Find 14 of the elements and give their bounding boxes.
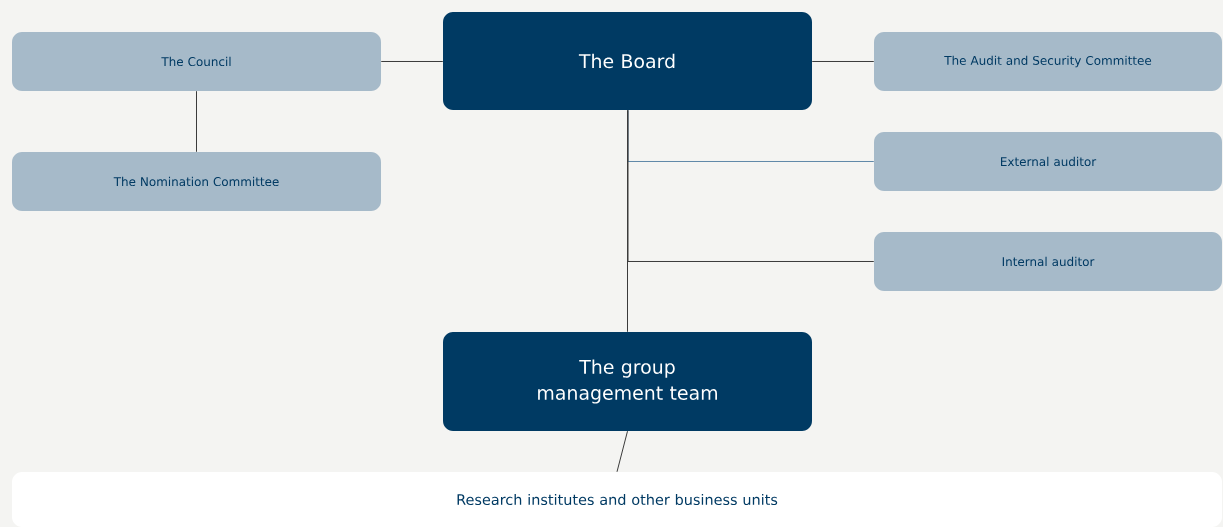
process-box: Internal auditor [874, 232, 1222, 291]
process-box: The Audit and Security Committee [874, 32, 1222, 91]
connector-line [196, 90, 197, 153]
process-box: The Board [443, 12, 812, 110]
connector-line [380, 61, 444, 62]
process-box: External auditor [874, 132, 1222, 191]
connector-line [811, 61, 875, 62]
connector-line [627, 109, 875, 262]
process-box: The Nomination Committee [12, 152, 381, 211]
connector-line [627, 109, 628, 333]
process-box: The Council [12, 32, 381, 91]
connector-line [616, 430, 628, 473]
process-box: The group management team [443, 332, 812, 431]
process-box: Research institutes and other business units [12, 472, 1222, 527]
